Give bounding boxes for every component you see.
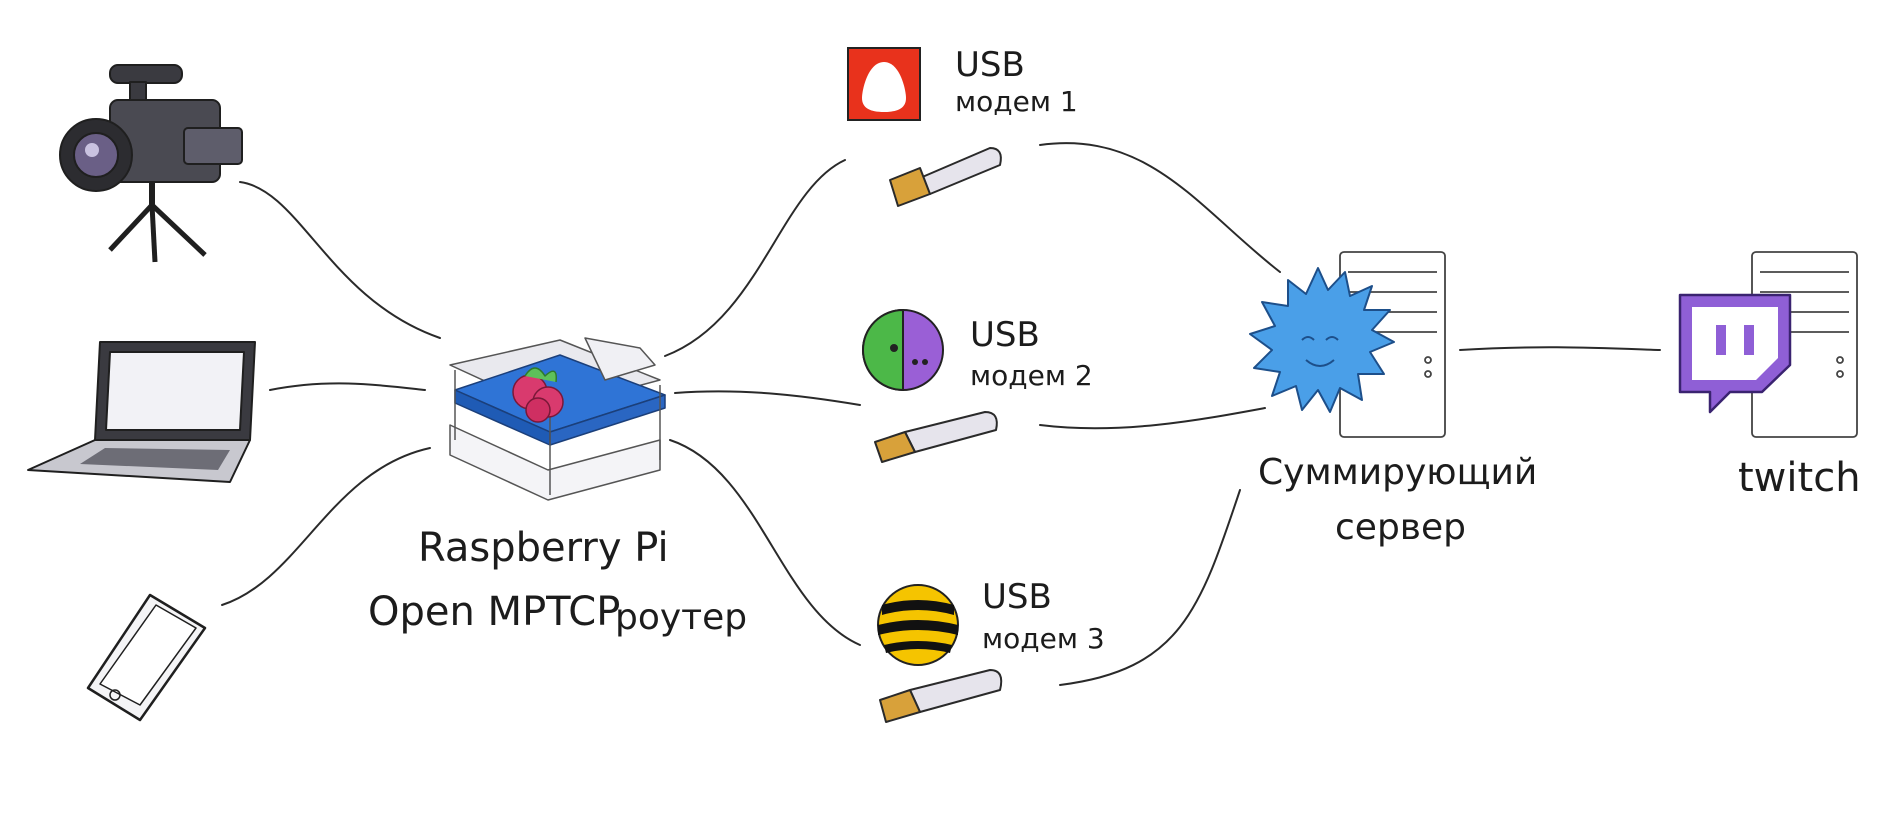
twitch-logo-icon [1678,293,1792,414]
line-pi-modem3 [669,439,861,646]
raspberry-pi-icon [449,337,666,501]
line-modem3-server [1059,489,1241,686]
modem2-name-label: модем 2 [970,359,1093,392]
raspberry-pi-title: Raspberry Pi [418,525,669,571]
modem1-logo-icon [847,47,921,121]
line-pi-modem1 [664,159,846,357]
modem3-logo-icon [877,584,959,666]
modem3-name-label: модем 3 [982,622,1105,655]
server-label-line2: сервер [1335,507,1467,548]
raspberry-pi-subtitle: Open MPTCP [368,589,621,635]
modem2-usb-label: USB [970,315,1040,355]
connections [221,142,1661,686]
sun-logo-icon [1249,267,1395,413]
modem2-logo-icon [862,308,944,392]
line-server-twitch [1459,346,1661,351]
line-modem1-server [1039,142,1281,273]
usb-stick-icon [874,411,998,463]
video-camera-icon [59,64,243,263]
server-label-line1: Суммирующий [1258,452,1538,493]
modem3-usb-label: USB [982,577,1052,617]
line-laptop-pi [269,382,426,391]
line-pi-modem2 [674,390,861,406]
modem1-name-label: модем 1 [955,85,1078,118]
usb-stick-icon [889,147,1002,207]
line-modem2-server [1039,407,1266,430]
modem1-usb-label: USB [955,45,1025,85]
raspberry-pi-subtitle-router: роутер [615,597,748,638]
smartphone-icon [86,593,207,722]
twitch-label: twitch [1738,455,1861,501]
usb-stick-icon [879,669,1003,723]
line-phone-pi [221,447,431,606]
laptop-icon [27,341,256,483]
line-camera-pi [239,181,441,339]
